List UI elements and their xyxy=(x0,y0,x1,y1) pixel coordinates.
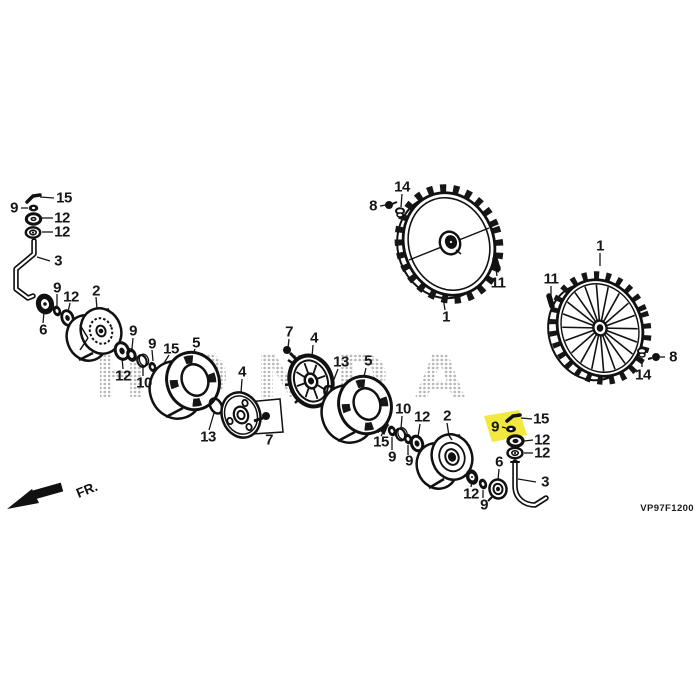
part-number-callout-highlighted[interactable]: 9 xyxy=(491,418,499,436)
part-number-callout[interactable]: 3 xyxy=(54,252,62,270)
part-number-callout[interactable]: 9 xyxy=(129,322,137,340)
part-number-callout[interactable]: 10 xyxy=(395,400,411,418)
part-number-callout[interactable]: 12 xyxy=(54,209,70,227)
part-number-callout[interactable]: 15 xyxy=(373,433,389,451)
part-number-callout[interactable]: 4 xyxy=(310,329,318,347)
part-number-callout[interactable]: 9 xyxy=(405,452,413,470)
part-number-callout[interactable]: 6 xyxy=(39,321,47,339)
part-number-callout[interactable]: 12 xyxy=(534,444,550,462)
part-number-callout[interactable]: 12 xyxy=(54,223,70,241)
part-number-callout[interactable]: 2 xyxy=(443,407,451,425)
right-hub-cap-6-drawing xyxy=(465,469,508,502)
part-number-callout[interactable]: 2 xyxy=(92,282,100,300)
part-number-callout[interactable]: 5 xyxy=(364,352,372,370)
part-number-callout[interactable]: 9 xyxy=(53,279,61,297)
left-oring-13-drawing xyxy=(208,397,224,415)
part-number-callout[interactable]: 5 xyxy=(192,334,200,352)
part-number-callout[interactable]: 4 xyxy=(238,363,246,381)
part-number-callout[interactable]: 12 xyxy=(115,367,131,385)
part-number-callout[interactable]: 9 xyxy=(148,335,156,353)
diagram-code: VP97F1200 xyxy=(640,503,694,514)
right-drum-2-drawing xyxy=(415,433,474,490)
part-number-callout[interactable]: 1 xyxy=(596,237,604,255)
right-bolt-7-drawing xyxy=(283,346,298,361)
part-number-callout[interactable]: 15 xyxy=(533,410,549,428)
part-number-callout[interactable]: 9 xyxy=(480,496,488,514)
part-number-callout[interactable]: 8 xyxy=(669,348,677,366)
left-tire-5-drawing xyxy=(148,350,221,420)
part-number-callout[interactable]: 12 xyxy=(63,288,79,306)
right-fastener-stack-drawing xyxy=(505,413,525,460)
part-number-callout[interactable]: 12 xyxy=(534,431,550,449)
right-tire-5-drawing xyxy=(320,374,393,444)
part-number-callout[interactable]: 13 xyxy=(333,353,349,371)
part-number-callout[interactable]: 13 xyxy=(200,428,216,446)
part-number-callout[interactable]: 12 xyxy=(414,408,430,426)
part-number-callout[interactable]: 1 xyxy=(442,308,450,326)
part-number-callout[interactable]: 9 xyxy=(10,199,18,217)
left-axle-3-drawing xyxy=(13,238,37,301)
part-number-callout[interactable]: 15 xyxy=(163,340,179,358)
part-number-callout[interactable]: 6 xyxy=(495,453,503,471)
wheel-1-front-drawing xyxy=(385,184,504,304)
part-number-callout[interactable]: 14 xyxy=(394,178,410,196)
part-number-callout[interactable]: 15 xyxy=(56,189,72,207)
highlighted-part-marker xyxy=(484,410,527,442)
part-number-callout[interactable]: 3 xyxy=(541,473,549,491)
right-axle-3-drawing xyxy=(510,459,549,508)
right-hub-4-drawing xyxy=(284,353,335,409)
part-number-callout[interactable]: 11 xyxy=(490,274,506,292)
part-number-callout[interactable]: 14 xyxy=(635,366,651,384)
part-number-callout[interactable]: 9 xyxy=(388,448,396,466)
left-drum-2-drawing xyxy=(65,307,123,362)
left-fastener-stack-drawing xyxy=(24,193,43,239)
part-number-callout[interactable]: 7 xyxy=(265,431,273,449)
left-disc-4-drawing xyxy=(220,391,284,439)
part-number-callout[interactable]: 12 xyxy=(463,485,479,503)
part-number-callout[interactable]: 8 xyxy=(369,197,377,215)
part-number-callout[interactable]: 11 xyxy=(543,270,559,288)
fr-direction-arrow xyxy=(7,482,64,509)
part-number-callout[interactable]: 10 xyxy=(136,374,152,392)
part-number-callout[interactable]: 7 xyxy=(285,323,293,341)
